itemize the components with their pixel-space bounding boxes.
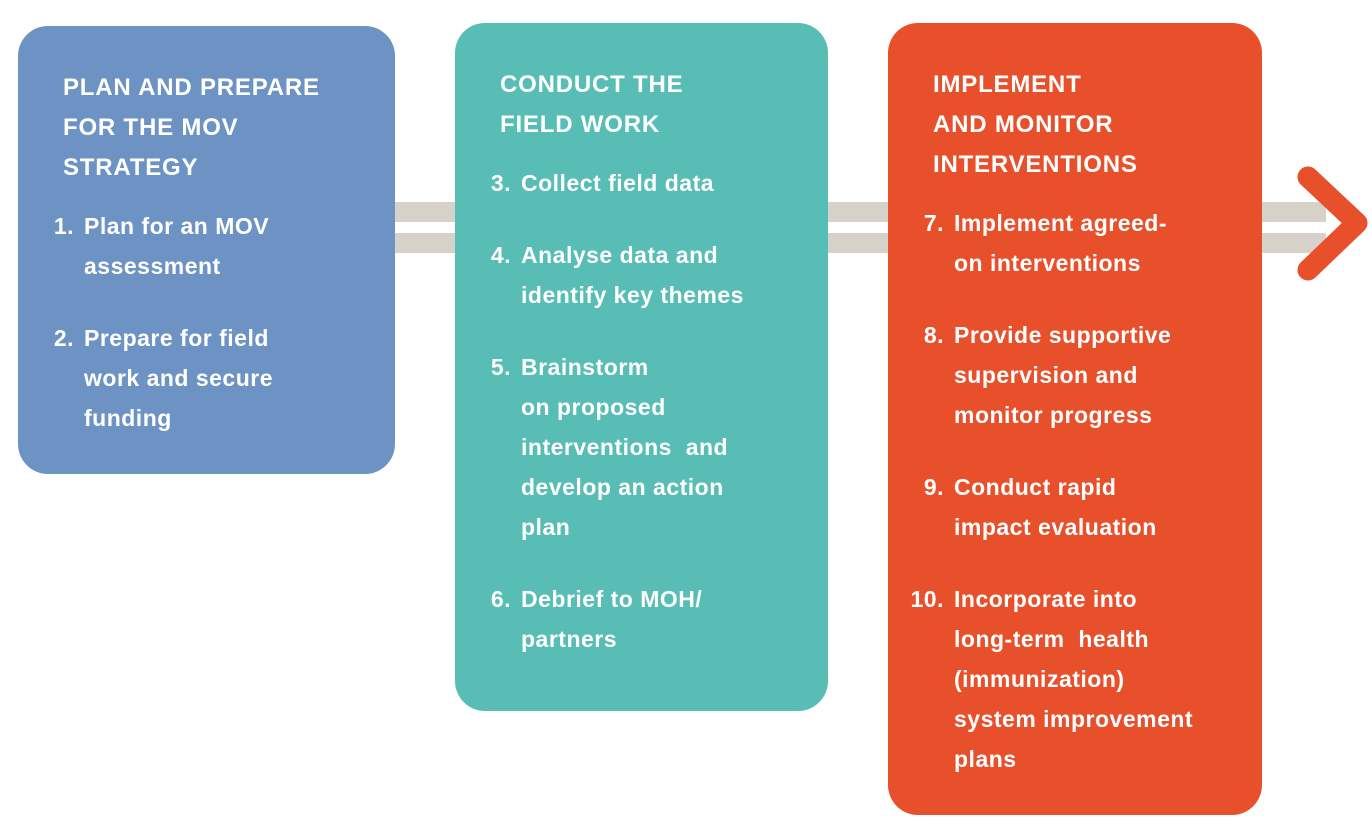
step-6-text: Debrief to MOH/ partners: [521, 586, 703, 652]
step-9-text: Conduct rapid impact evaluation: [954, 474, 1157, 540]
step-2-text: Prepare for field work and secure fundin…: [84, 325, 274, 431]
step-10-text: Incorporate into long-term health (immun…: [954, 586, 1194, 772]
step-7: 7. Implement agreed- on interventions: [902, 203, 1232, 283]
phase-card-implement-monitor: IMPLEMENT AND MONITOR INTERVENTIONS 7. I…: [888, 23, 1262, 815]
step-10: 10. Incorporate into long-term health (i…: [902, 579, 1232, 779]
step-3: 3. Collect field data: [469, 163, 798, 203]
step-8-number: 8.: [923, 322, 944, 348]
step-8-text: Provide supportive supervision and monit…: [954, 322, 1172, 428]
step-7-number: 7.: [923, 210, 944, 236]
phase-card-field-work: CONDUCT THE FIELD WORK 3. Collect field …: [455, 23, 828, 711]
step-2: 2. Prepare for field work and secure fun…: [32, 318, 365, 438]
step-3-text: Collect field data: [521, 170, 715, 196]
step-4-number: 4.: [490, 242, 511, 268]
step-9-number: 9.: [923, 474, 944, 500]
step-6: 6. Debrief to MOH/ partners: [469, 579, 798, 659]
phase-title-plan-prepare: PLAN AND PREPARE FOR THE MOV STRATEGY: [63, 74, 320, 181]
arrow-head-icon: [1297, 166, 1368, 281]
step-9: 9. Conduct rapid impact evaluation: [902, 467, 1232, 547]
step-1-number: 1.: [53, 213, 74, 239]
step-2-number: 2.: [53, 325, 74, 351]
step-5: 5. Brainstorm on proposed interventions …: [469, 347, 798, 547]
step-4: 4. Analyse data and identify key themes: [469, 235, 798, 315]
phase-title-implement-monitor: IMPLEMENT AND MONITOR INTERVENTIONS: [933, 71, 1138, 178]
phase-card-plan-prepare: PLAN AND PREPARE FOR THE MOV STRATEGY 1.…: [18, 26, 395, 474]
step-3-number: 3.: [490, 170, 511, 196]
step-4-text: Analyse data and identify key themes: [521, 242, 744, 308]
step-6-number: 6.: [490, 586, 511, 612]
step-1: 1. Plan for an MOV assessment: [32, 206, 365, 286]
step-5-text: Brainstorm on proposed interventions and…: [521, 354, 729, 540]
step-5-number: 5.: [490, 354, 511, 380]
step-1-text: Plan for an MOV assessment: [84, 213, 270, 279]
phase-title-field-work: CONDUCT THE FIELD WORK: [500, 71, 684, 138]
step-8: 8. Provide supportive supervision and mo…: [902, 315, 1232, 435]
step-7-text: Implement agreed- on interventions: [954, 210, 1167, 276]
step-10-number: 10.: [910, 586, 944, 612]
